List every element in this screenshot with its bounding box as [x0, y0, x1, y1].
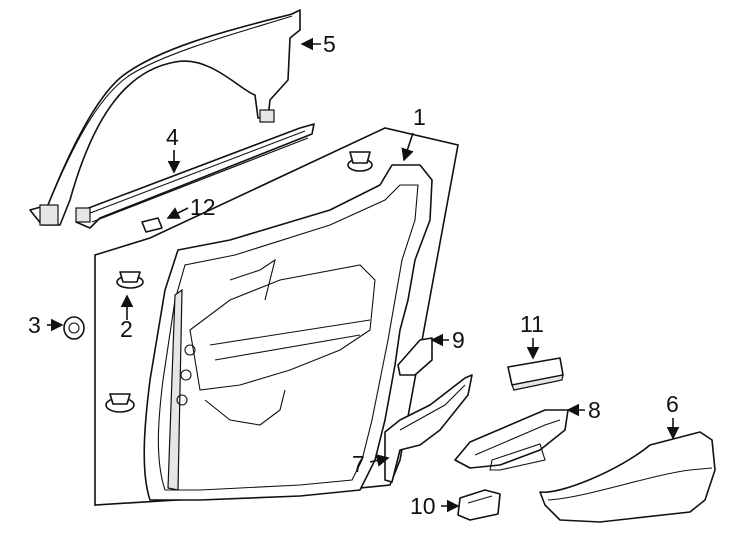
part-8-switch-bezel	[454, 409, 569, 471]
callout-10: 10	[410, 493, 436, 519]
part-3-clip	[63, 316, 85, 340]
callout-2: 2	[120, 316, 133, 342]
part-12-clip	[141, 217, 163, 233]
part-6-armrest	[539, 431, 716, 523]
callout-6: 6	[666, 391, 679, 417]
callout-4: 4	[166, 124, 179, 150]
callout-8: 8	[588, 397, 601, 423]
part-1-door-panel	[94, 127, 459, 506]
part-7-armrest-panel	[384, 374, 473, 483]
callout-7: 7	[352, 451, 365, 477]
part-5-run-channel	[29, 9, 301, 226]
part-9-cover	[397, 337, 433, 376]
callout-9: 9	[452, 327, 465, 353]
part-2-clip-top	[347, 151, 373, 172]
callout-5: 5	[323, 31, 336, 57]
part-2-clip-lower	[105, 393, 135, 413]
callout-3: 3	[28, 312, 41, 338]
callout-12: 12	[190, 194, 216, 220]
part-2-clip-upper	[116, 271, 144, 289]
part-11-switch	[507, 357, 564, 391]
callout-11: 11	[520, 311, 544, 337]
part-10-switch	[457, 489, 501, 521]
callout-1: 1	[413, 104, 426, 130]
part-4-belt-molding	[75, 123, 315, 229]
